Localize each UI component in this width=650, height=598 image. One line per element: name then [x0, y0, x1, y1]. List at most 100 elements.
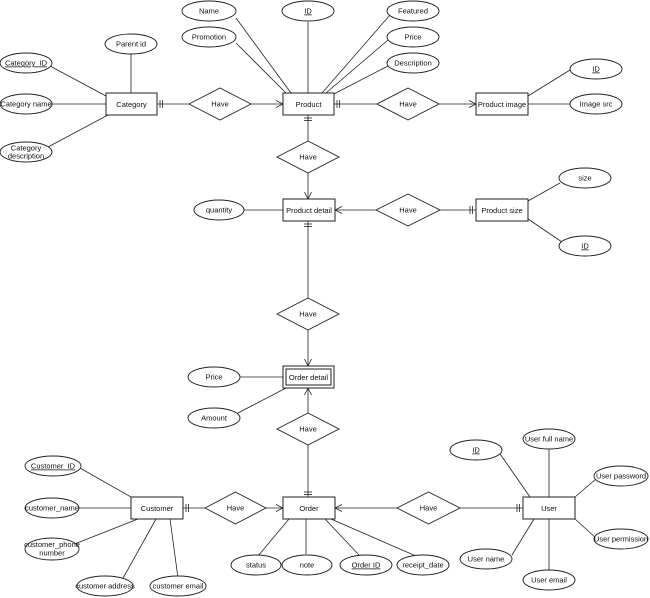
attr-category-parent-id: Parent id — [104, 33, 158, 55]
svg-text:Price: Price — [205, 373, 222, 382]
entity-product-image: Product image — [475, 92, 529, 116]
svg-text:ID: ID — [304, 7, 312, 16]
rel-product-image: Have — [376, 87, 440, 121]
line-size-size — [527, 182, 561, 202]
svg-text:User password: User password — [596, 472, 646, 481]
svg-text:customer_name: customer_name — [25, 504, 79, 513]
svg-text:Order ID: Order ID — [352, 561, 381, 570]
line-category-description — [47, 114, 109, 148]
line-customer-phone — [71, 518, 139, 546]
svg-text:quantity: quantity — [206, 206, 233, 215]
attr-order-receipt-date: receipt_date — [396, 554, 450, 576]
svg-text:customer_phone: customer_phone — [24, 540, 80, 549]
attr-product-id: ID — [281, 0, 335, 22]
svg-text:status: status — [246, 561, 266, 570]
entity-user: User — [522, 496, 576, 520]
svg-text:Have: Have — [227, 504, 245, 513]
rel-detail-orderdetail: Have — [276, 297, 340, 331]
attr-image-src: Image src — [569, 93, 623, 115]
entity-product: Product — [282, 92, 335, 116]
attr-user-permission: User permission — [593, 528, 649, 550]
svg-text:Have: Have — [299, 425, 317, 434]
attr-user-full-name: User full name — [522, 428, 576, 450]
line-customer-id — [79, 467, 132, 498]
svg-text:Have: Have — [420, 504, 438, 513]
svg-text:Category name: Category name — [0, 100, 51, 109]
svg-text:Promotion: Promotion — [192, 33, 226, 42]
line-product-price — [325, 39, 389, 94]
attr-product-name: Name — [181, 0, 237, 22]
attr-category-id: Category_ID — [0, 52, 53, 74]
rel-category-product: Have — [188, 87, 252, 121]
entity-product-size-label: Product size — [481, 206, 522, 215]
svg-text:Parent id: Parent id — [116, 40, 146, 49]
connector-lines — [47, 14, 597, 581]
line-size-id — [527, 218, 563, 243]
line-user-name — [511, 518, 535, 556]
line-od-amount — [235, 387, 287, 415]
line-image-id — [527, 69, 571, 97]
attr-user-id: ID — [449, 439, 503, 461]
entity-order-detail-label: Order detail — [289, 373, 329, 382]
entity-product-image-label: Product image — [478, 100, 526, 109]
svg-text:User full name: User full name — [525, 435, 573, 444]
rel-customer-order: Have — [204, 491, 267, 525]
svg-text:receipt_date: receipt_date — [402, 561, 443, 570]
line-customer-address — [121, 518, 157, 581]
svg-text:User name: User name — [468, 555, 505, 564]
entity-category-label: Category — [116, 100, 147, 109]
svg-text:Category: Category — [11, 144, 42, 153]
attr-user-name: User name — [459, 548, 513, 570]
attr-size-size: size — [558, 167, 612, 189]
line-product-promotion — [235, 42, 287, 94]
svg-text:Have: Have — [399, 100, 417, 109]
entity-order-detail: Order detail — [282, 365, 335, 389]
attr-product-promotion: Promotion — [181, 26, 237, 48]
entity-user-label: User — [541, 504, 557, 513]
svg-text:Featured: Featured — [398, 7, 428, 16]
attr-order-note: note — [281, 554, 333, 576]
attr-customer-phone: customer_phone number — [24, 537, 80, 561]
attr-od-price: Price — [187, 366, 241, 388]
svg-text:note: note — [300, 561, 315, 570]
entity-product-size: Product size — [475, 198, 529, 222]
svg-text:description: description — [8, 152, 44, 161]
svg-text:ID: ID — [472, 446, 480, 455]
svg-text:Have: Have — [299, 153, 317, 162]
attr-product-description: Description — [386, 52, 440, 74]
attr-order-status: status — [230, 554, 282, 576]
svg-text:Customer_ID: Customer_ID — [31, 462, 76, 471]
svg-text:Price: Price — [404, 33, 421, 42]
attr-image-id: ID — [569, 58, 623, 80]
rel-user-order: Have — [396, 491, 461, 525]
attr-category-name: Category name — [0, 93, 53, 115]
entity-category: Category — [105, 92, 158, 116]
svg-text:size: size — [578, 174, 591, 183]
attr-customer-id: Customer_ID — [24, 455, 82, 477]
entity-order-label: Order — [299, 504, 319, 513]
attr-product-price: Price — [386, 26, 440, 48]
svg-text:Amount: Amount — [201, 414, 228, 423]
rel-detail-size: Have — [374, 193, 442, 227]
line-order-status — [257, 518, 290, 557]
line-product-name — [235, 17, 292, 94]
attr-customer-email: customer email — [149, 575, 207, 597]
line-customer-email — [169, 518, 179, 579]
svg-text:Have: Have — [299, 310, 317, 319]
attr-category-description: Category description — [0, 141, 53, 163]
line-category-id — [49, 65, 107, 97]
entity-product-label: Product — [296, 100, 323, 109]
attr-customer-address: customer address — [75, 575, 135, 597]
entity-customer-label: Customer — [141, 504, 174, 513]
svg-text:ID: ID — [592, 65, 600, 74]
attr-product-featured: Featured — [386, 0, 440, 22]
rel-orderdetail-order: Have — [276, 412, 340, 446]
svg-text:Name: Name — [199, 7, 219, 16]
svg-text:Have: Have — [211, 100, 229, 109]
svg-text:customer email: customer email — [153, 582, 204, 591]
attr-order-id: Order ID — [339, 554, 393, 576]
entity-customer: Customer — [130, 496, 184, 520]
line-product-description — [329, 65, 389, 97]
